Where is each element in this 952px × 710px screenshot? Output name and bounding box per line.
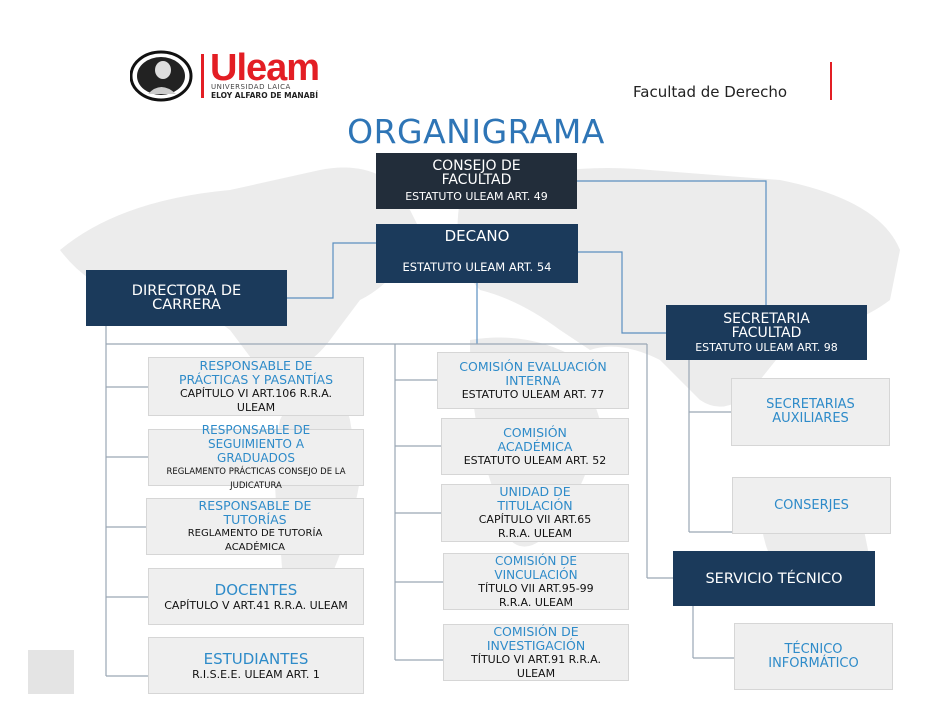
titulacion-statute: CAPÍTULO VII ART.65 R.R.A. ULEAM <box>478 513 592 540</box>
secretaria-statute: ESTATUTO ULEAM ART. 98 <box>695 340 838 354</box>
seguimiento-statute: REGLAMENTO PRÁCTICAS CONSEJO DE LA JUDIC… <box>166 466 346 491</box>
seguimiento-graduados-box: RESPONSABLE DE SEGUIMIENTO A GRADUADOS R… <box>148 423 364 491</box>
logo-subtitle-1: UNIVERSIDAD LAICA <box>211 83 291 91</box>
investigacion-statute: TÍTULO VI ART.91 R.R.A. ULEAM <box>471 652 601 680</box>
faculty-name: Facultad de Derecho <box>633 83 788 101</box>
servicio-tecnico-box: SERVICIO TÉCNICO <box>673 551 875 606</box>
secretaria-title: SECRETARIA FACULTAD <box>723 310 810 341</box>
unidad-titulacion-box: UNIDAD DE TITULACIÓN CAPÍTULO VII ART.65… <box>441 484 629 542</box>
tecnico-informatico-box: TÉCNICO INFORMÁTICO <box>734 623 893 690</box>
docentes-box: DOCENTES CAPÍTULO V ART.41 R.R.A. ULEAM <box>148 568 364 625</box>
consejo-title: CONSEJO DE FACULTAD <box>432 158 521 188</box>
tutorias-statute: REGLAMENTO DE TUTORÍA ACADÉMICA <box>187 527 323 553</box>
page-title: ORGANIGRAMA <box>347 112 605 151</box>
decano-title: DECANO <box>444 227 510 245</box>
tecnico-title: TÉCNICO INFORMÁTICO <box>768 641 859 671</box>
conserjes-box: CONSERJES <box>732 477 891 534</box>
comision-investigacion-box: COMISIÓN DE INVESTIGACIÓN TÍTULO VI ART.… <box>443 624 629 681</box>
vinculacion-statute: TÍTULO VII ART.95-99 R.R.A. ULEAM <box>478 581 594 609</box>
investigacion-title: COMISIÓN DE INVESTIGACIÓN <box>486 623 586 653</box>
auxiliares-title: SECRETARIAS AUXILIARES <box>766 397 855 426</box>
corner-placeholder-block <box>28 650 74 694</box>
docentes-title: DOCENTES <box>214 580 298 599</box>
servicio-title: SERVICIO TÉCNICO <box>705 570 843 587</box>
directora-de-carrera-box: DIRECTORA DE CARRERA <box>86 270 287 326</box>
uleam-wordmark: Uleam <box>210 47 320 89</box>
estudiantes-box: ESTUDIANTES R.I.S.E.E. ULEAM ART. 1 <box>148 637 364 694</box>
academica-statute: ESTATUTO ULEAM ART. 52 <box>463 453 607 467</box>
evaluacion-statute: ESTATUTO ULEAM ART. 77 <box>461 387 605 401</box>
comision-evaluacion-box: COMISIÓN EVALUACIÓN INTERNA ESTATUTO ULE… <box>437 352 629 409</box>
decano-box: DECANO ESTATUTO ULEAM ART. 54 <box>376 224 578 283</box>
evaluacion-title: COMISIÓN EVALUACIÓN INTERNA <box>459 358 607 388</box>
seguimiento-title: RESPONSABLE DE SEGUIMIENTO A GRADUADOS <box>201 422 311 465</box>
docentes-statute: CAPÍTULO V ART.41 R.R.A. ULEAM <box>164 598 348 612</box>
secretarias-auxiliares-box: SECRETARIAS AUXILIARES <box>731 378 890 446</box>
practicas-statute: CAPÍTULO VI ART.106 R.R.A. ULEAM <box>179 386 333 414</box>
vinculacion-title: COMISIÓN DE VINCULACIÓN <box>494 553 578 582</box>
conserjes-title: CONSERJES <box>774 497 849 513</box>
practicas-title: RESPONSABLE DE PRÁCTICAS Y PASANTÍAS <box>178 357 334 387</box>
comision-academica-box: COMISIÓN ACADÉMICA ESTATUTO ULEAM ART. 5… <box>441 418 629 475</box>
practicas-pasantias-box: RESPONSABLE DE PRÁCTICAS Y PASANTÍAS CAP… <box>148 357 364 416</box>
tutorias-box: RESPONSABLE DE TUTORÍAS REGLAMENTO DE TU… <box>146 498 364 555</box>
logo-subtitle-2: ELOY ALFARO DE MANABÍ <box>211 91 319 100</box>
estudiantes-title: ESTUDIANTES <box>203 649 309 668</box>
tutorias-title: RESPONSABLE DE TUTORÍAS <box>198 497 312 527</box>
academica-title: COMISIÓN ACADÉMICA <box>497 424 573 454</box>
titulacion-title: UNIDAD DE TITULACIÓN <box>497 484 573 513</box>
uleam-seal-logo <box>130 50 204 102</box>
faculty-accent-bar <box>830 62 832 100</box>
consejo-statute: ESTATUTO ULEAM ART. 49 <box>405 190 548 203</box>
decano-statute: ESTATUTO ULEAM ART. 54 <box>402 260 552 274</box>
secretaria-facultad-box: SECRETARIA FACULTAD ESTATUTO ULEAM ART. … <box>666 305 867 360</box>
directora-title: DIRECTORA DE CARRERA <box>131 283 242 313</box>
estudiantes-statute: R.I.S.E.E. ULEAM ART. 1 <box>192 667 320 681</box>
consejo-de-facultad-box: CONSEJO DE FACULTAD ESTATUTO ULEAM ART. … <box>376 153 577 209</box>
comision-vinculacion-box: COMISIÓN DE VINCULACIÓN TÍTULO VII ART.9… <box>443 553 629 610</box>
